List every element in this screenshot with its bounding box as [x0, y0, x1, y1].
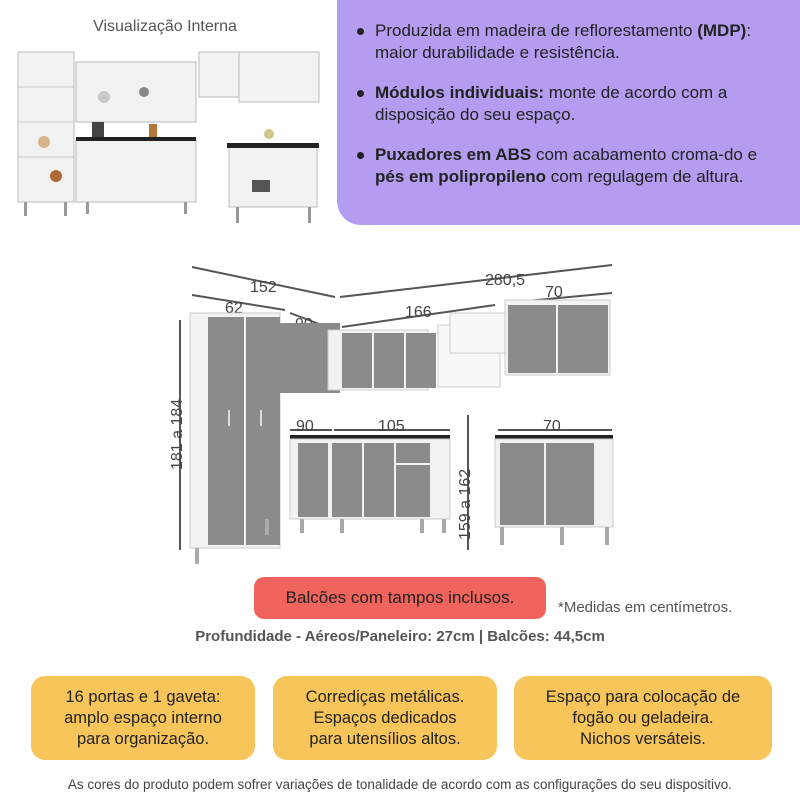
- depth-info: Profundidade - Aéreos/Paneleiro: 27cm | …: [195, 628, 605, 645]
- dim-70-bottom: 70: [543, 418, 561, 435]
- internal-view-title: Visualização Interna: [93, 18, 237, 35]
- dim-105: 105: [378, 418, 405, 435]
- dim-height-159: 159 a 162: [457, 469, 474, 540]
- measurements-note: *Medidas em centímetros.: [558, 599, 733, 616]
- internal-view-illustration: [17, 51, 320, 223]
- highlight-space: Espaço para colocação de fogão ou gelade…: [514, 676, 772, 760]
- countertop-note: Balcões com tampos inclusos.: [254, 577, 546, 619]
- feature-item: Módulos individuais: monte de acordo com…: [357, 82, 782, 126]
- dim-height-181: 181 a 184: [169, 399, 186, 470]
- dim-90-bottom: 90: [296, 418, 314, 435]
- color-disclaimer: As cores do produto podem sofrer variaçõ…: [67, 777, 733, 792]
- dim-280: 280,5: [485, 272, 525, 289]
- highlight-slides: Corrediças metálicas. Espaços dedicados …: [273, 676, 497, 760]
- feature-item: Puxadores em ABS com acabamento croma-do…: [357, 144, 782, 188]
- dim-70-top: 70: [545, 284, 563, 301]
- highlight-doors: 16 portas e 1 gaveta: amplo espaço inter…: [31, 676, 255, 760]
- kitchen-dimension-diagram: 152 280,5 62 90 166 70 61 90 105 70 181 …: [169, 264, 614, 564]
- feature-item: Produzida em madeira de reflorestamento …: [357, 20, 782, 64]
- features-panel: Produzida em madeira de reflorestamento …: [337, 0, 800, 225]
- dim-152: 152: [250, 279, 277, 296]
- dim-166: 166: [405, 304, 432, 321]
